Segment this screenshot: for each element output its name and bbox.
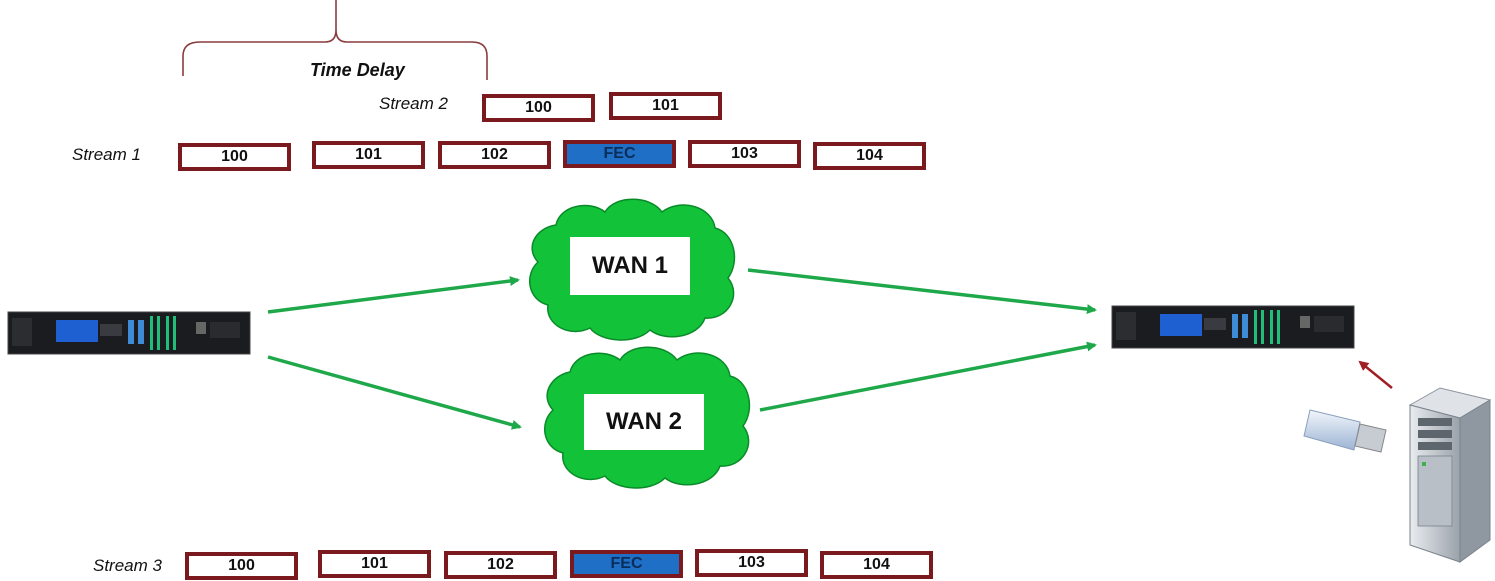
rack-decoder-icon bbox=[1111, 305, 1355, 349]
stream-1-packet-103: 103 bbox=[688, 140, 801, 168]
stream-3-packet-100: 100 bbox=[185, 552, 298, 580]
stream-1-packet-104: 104 bbox=[813, 142, 926, 170]
stream-2-label: Stream 2 bbox=[379, 94, 448, 113]
stream-1-packet-102: 102 bbox=[438, 141, 551, 169]
stream-1-packet-101: 101 bbox=[312, 141, 425, 169]
arrow-sender-to-wan1 bbox=[267, 276, 520, 314]
stream-3-label: Stream 3 bbox=[93, 556, 162, 575]
arrow-wan2-to-receiver bbox=[759, 341, 1097, 412]
rack-encoder-icon bbox=[7, 311, 251, 355]
stream-2-packet-100: 100 bbox=[482, 94, 595, 122]
stream-1-packet-fec: FEC bbox=[563, 140, 676, 168]
stream-3-packet-102: 102 bbox=[444, 551, 557, 579]
stream-2-packet-101: 101 bbox=[609, 92, 722, 120]
stream-3-packet-fec: FEC bbox=[570, 550, 683, 578]
usb-drive-icon bbox=[1303, 409, 1387, 453]
stream-1-label: Stream 1 bbox=[72, 145, 141, 164]
stream-3-packet-101: 101 bbox=[318, 550, 431, 578]
arrow-wan1-to-receiver bbox=[747, 268, 1097, 315]
stream-3-packet-103: 103 bbox=[695, 549, 808, 577]
stream-3-packet-104: 104 bbox=[820, 551, 933, 579]
wan-2-label: WAN 2 bbox=[584, 394, 704, 450]
wan-1-label: WAN 1 bbox=[570, 237, 690, 295]
arrow-sender-to-wan2 bbox=[267, 355, 522, 430]
time-delay-label: Time Delay bbox=[310, 60, 405, 80]
time-delay-brace bbox=[182, 0, 488, 80]
server-tower-icon bbox=[1408, 387, 1492, 563]
stream-1-packet-100: 100 bbox=[178, 143, 291, 171]
arrow-server-to-receiver bbox=[1358, 360, 1393, 389]
